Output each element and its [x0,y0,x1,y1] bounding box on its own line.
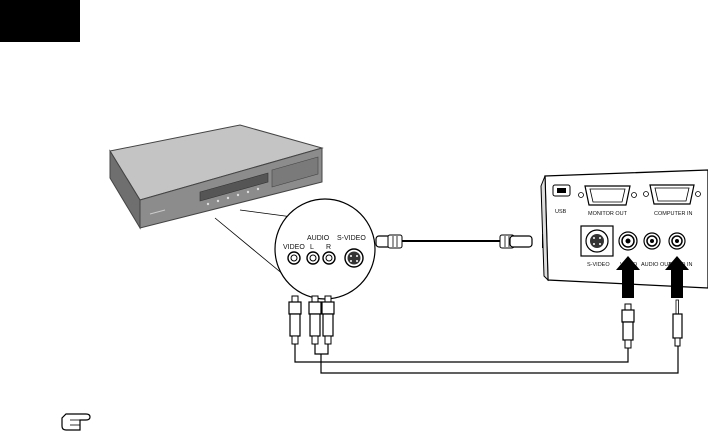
rca-plug-video [289,296,301,344]
monitor-out-label: MONITOR OUT [588,211,628,217]
source-audio-r-label: R [326,244,331,251]
source-audio-header: AUDIO [307,235,330,242]
av-cables [295,344,678,373]
source-rca-plugs [289,296,334,344]
svideo-cable [376,235,532,248]
rca-plug-audio-l [309,296,321,344]
projector-video-port [619,232,637,250]
source-audio-l-jack [307,252,319,264]
rca-plug-audio-r [322,296,334,344]
projector-svideo-port [581,226,613,256]
source-video-label: VIDEO [283,244,305,251]
usb-label: USB [555,209,567,215]
usb-port [553,185,570,196]
source-svideo-jack [345,249,363,267]
source-svideo-label: S-VIDEO [337,235,366,242]
computer-in-label: COMPUTER IN [654,211,693,217]
projector-audio-plug [673,300,682,346]
source-audio-l-label: L [310,244,314,251]
audio-in-port [669,233,685,249]
source-video-jack [288,252,300,264]
source-connector-callout: AUDIO S-VIDEO VIDEO L R [275,199,375,299]
corner-block [0,0,80,42]
source-audio-r-jack [323,252,335,264]
projector-svideo-label: S-VIDEO [587,262,610,268]
audio-out-port [644,233,660,249]
hand-pointing-note-icon [62,414,90,430]
projector-video-plug [622,304,634,348]
